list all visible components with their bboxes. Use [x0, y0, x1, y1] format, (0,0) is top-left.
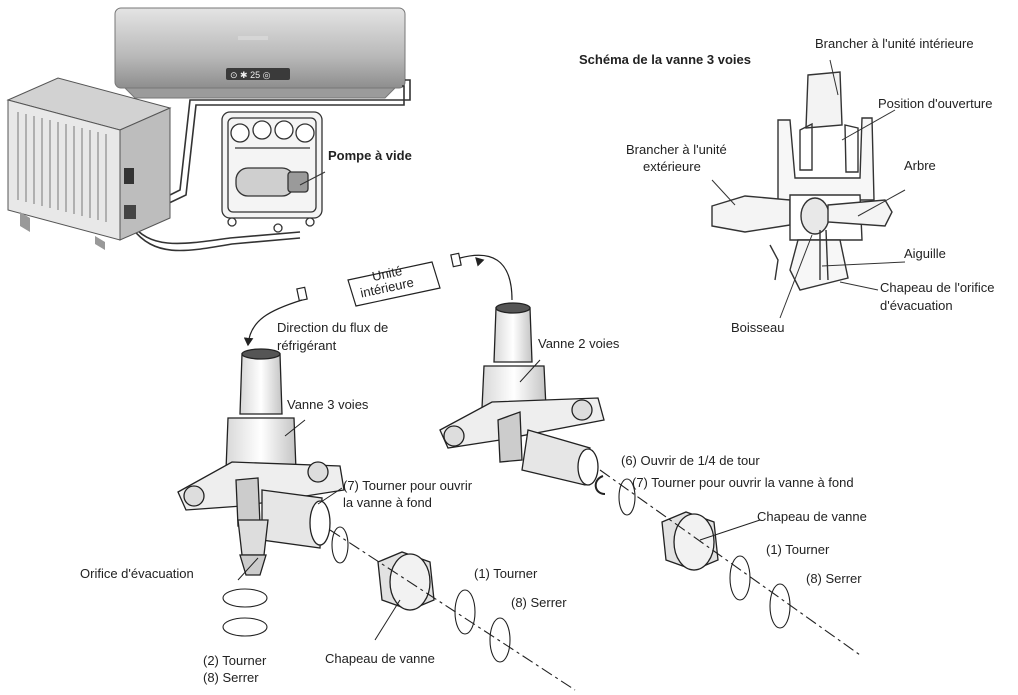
indoor-unit: [114, 7, 406, 99]
tighten-left-label: (8) Serrer: [511, 595, 567, 610]
connect-outdoor-label-2: extérieure: [643, 159, 701, 174]
flow-path: [243, 252, 513, 347]
drain-cap-label-2: d'évacuation: [880, 298, 953, 313]
pump-label: Pompe à vide: [328, 148, 412, 163]
vacuum-pump: [221, 111, 326, 233]
scheme-title: Schéma de la vanne 3 voies: [579, 52, 751, 67]
flow-label-2: réfrigérant: [277, 338, 337, 353]
flow-label-1: Direction du flux de: [277, 320, 389, 335]
quarter-turn-label: (6) Ouvrir de 1/4 de tour: [621, 453, 760, 468]
indoor-unit-display: ⊙ ✱ 25 ◎: [230, 70, 271, 80]
outdoor-unit: [6, 77, 172, 250]
two-way-valve: [439, 302, 605, 486]
turn-open-full-right-label: (7) Tourner pour ouvrir la vanne à fond: [632, 475, 854, 490]
valve-caps: [377, 511, 719, 611]
turn-drain-label: (2) Tourner: [203, 653, 267, 668]
turn-open-left-label-2: la vanne à fond: [343, 495, 432, 510]
three-way-valve: [177, 348, 345, 576]
tighten-drain-label: (8) Serrer: [203, 670, 259, 685]
drain-cap-label-1: Chapeau de l'orifice: [880, 280, 995, 295]
turn-open-left-label-1: (7) Tourner pour ouvrir: [343, 478, 473, 493]
turn-right-label: (1) Tourner: [766, 542, 830, 557]
three-way-valve-label: Vanne 3 voies: [287, 397, 369, 412]
valve-cap-right-label: Chapeau de vanne: [757, 509, 867, 524]
needle-label: Aiguille: [904, 246, 946, 261]
shaft-label: Arbre: [904, 158, 936, 173]
tighten-right-label: (8) Serrer: [806, 571, 862, 586]
open-position-label: Position d'ouverture: [878, 96, 993, 111]
rotation-arrows: [222, 359, 791, 663]
valve-cap-left-label: Chapeau de vanne: [325, 651, 435, 666]
two-way-valve-label: Vanne 2 voies: [538, 336, 620, 351]
turn-left-label: (1) Tourner: [474, 566, 538, 581]
valve-schematic: [711, 59, 906, 319]
axis-lines: [329, 469, 861, 691]
plug-label: Boisseau: [731, 320, 785, 335]
connect-outdoor-label-1: Brancher à l'unité: [626, 142, 727, 157]
drain-port-label: Orifice d'évacuation: [80, 566, 194, 581]
connect-indoor-label: Brancher à l'unité intérieure: [815, 36, 974, 51]
